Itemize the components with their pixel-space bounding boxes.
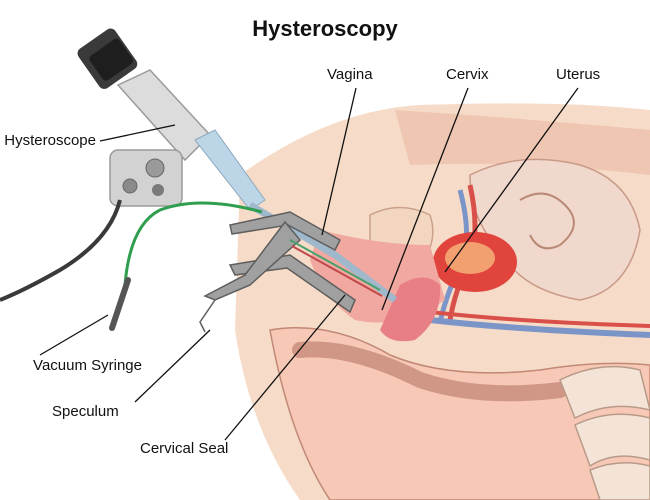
- speculum-device: [199, 211, 356, 333]
- rectum-lumen: [292, 341, 568, 402]
- leader-vagina: [321, 87, 357, 236]
- scope-cord-red: [291, 245, 383, 297]
- leader-uterus: [444, 87, 579, 273]
- label-uterus: Uterus: [556, 66, 601, 83]
- hysteroscope-device: [77, 28, 266, 211]
- leader-lines: [39, 87, 579, 441]
- cervix-shape: [380, 277, 441, 342]
- abdominal-wall: [395, 110, 650, 175]
- vessel-blue-lower: [429, 317, 650, 338]
- scope-cords: [289, 239, 381, 291]
- label-cervical-seal: Cervical Seal: [140, 440, 229, 457]
- label-vagina: Vagina: [327, 66, 373, 83]
- intestine-folds: [519, 192, 575, 250]
- label-speculum: Speculum: [52, 403, 119, 420]
- label-hysteroscope: Hysteroscope: [4, 132, 96, 149]
- label-cervix: Cervix: [446, 66, 489, 83]
- rectum: [269, 327, 650, 500]
- leader-cervical-seal: [224, 294, 346, 441]
- spine: [559, 365, 650, 500]
- uterus-inner: [445, 242, 495, 274]
- leader-syringe: [39, 314, 109, 356]
- leader-cervix: [381, 87, 469, 311]
- vessel-red-lower: [429, 310, 650, 328]
- leader-speculum: [134, 329, 211, 403]
- diagram-title: Hysteroscopy: [252, 16, 398, 41]
- syringe-shape: [109, 277, 131, 331]
- leader-hysteroscope: [99, 124, 176, 142]
- scope-cable: [0, 199, 122, 302]
- label-vacuum-syringe: Vacuum Syringe: [33, 357, 142, 374]
- green-tube: [123, 201, 263, 286]
